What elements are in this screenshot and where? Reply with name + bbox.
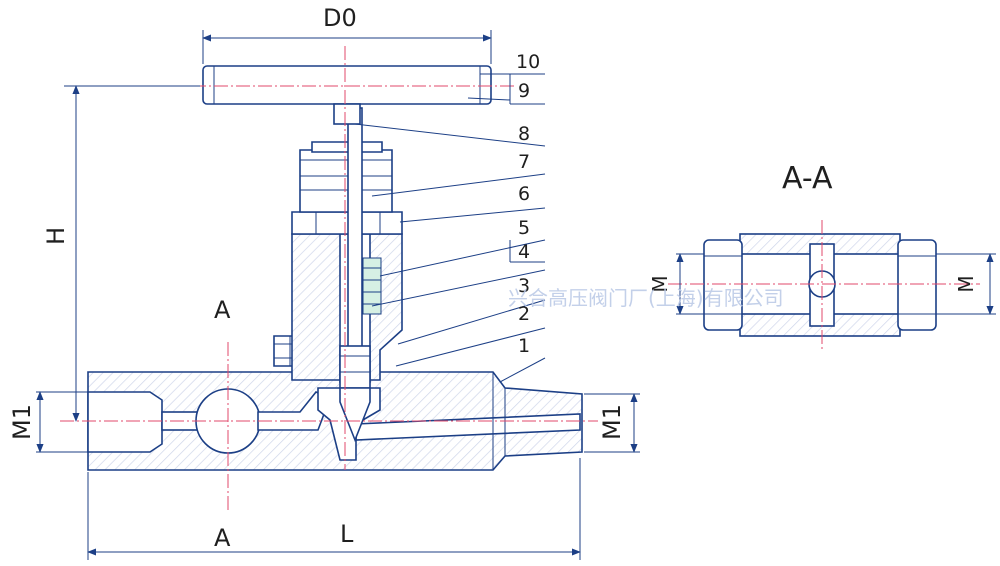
section-a-bottom-label: A — [214, 524, 231, 552]
dim-m-right-label: M — [954, 275, 978, 292]
leader-lines — [354, 73, 546, 383]
part-number-6: 6 — [518, 183, 530, 205]
part-number-9: 9 — [518, 80, 530, 102]
part-number-1: 1 — [518, 335, 530, 357]
part-number-10: 10 — [516, 51, 540, 73]
dim-h-label: H — [42, 227, 70, 245]
part-number-3: 3 — [518, 275, 530, 297]
section-a-a-view — [668, 220, 996, 352]
dim-m1-right-label: M1 — [598, 404, 626, 440]
part-number-4: 4 — [518, 241, 530, 263]
dim-l-label: L — [340, 520, 354, 548]
centerlines — [60, 46, 598, 512]
packing — [362, 257, 382, 315]
watermark: 兴合高压阀门厂(上海)有限公司 — [508, 286, 784, 310]
part-number-5: 5 — [518, 217, 530, 239]
dim-m-left-label: M — [648, 275, 672, 292]
section-title: A-A — [782, 161, 833, 196]
section-a-top-label: A — [214, 296, 231, 324]
dimensions — [36, 30, 640, 560]
part-number-8: 8 — [518, 123, 530, 145]
t-handle — [202, 65, 492, 125]
dim-m1-left-label: M1 — [8, 404, 36, 440]
dim-d0-label: D0 — [323, 4, 357, 32]
bonnet — [273, 141, 403, 383]
part-number-7: 7 — [518, 151, 530, 173]
part-number-2: 2 — [518, 303, 530, 325]
